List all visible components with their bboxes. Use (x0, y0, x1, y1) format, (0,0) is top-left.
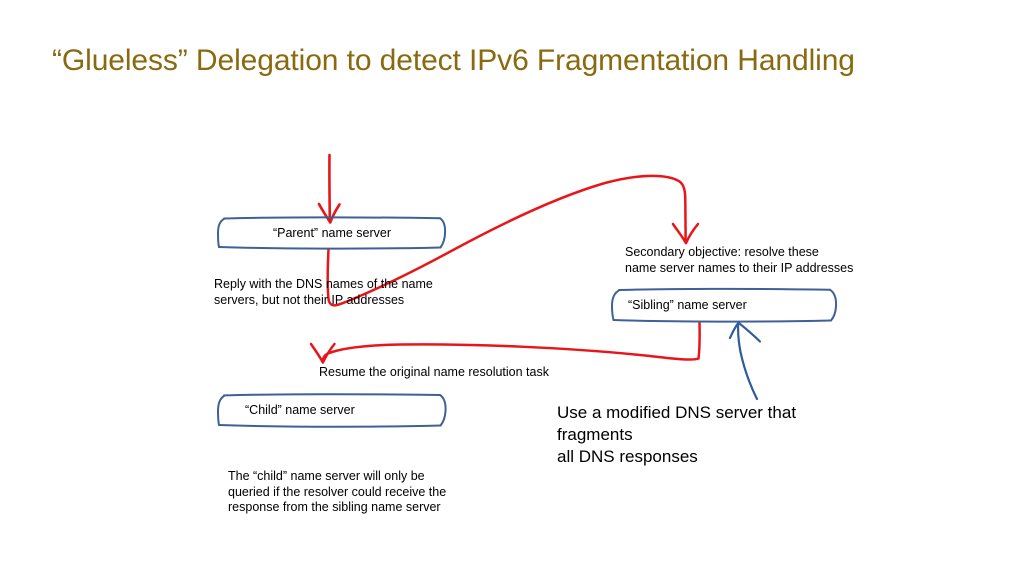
child-name-server-label: “Child” name server (245, 403, 355, 417)
secondary-objective-text: Secondary objective: resolve these name … (625, 245, 854, 275)
sibling-name-server-label: “Sibling” name server (628, 298, 747, 312)
use-modified-dns-server-text: Use a modified DNS server that fragments… (557, 403, 797, 466)
parent-name-server-box[interactable]: “Parent” name server (212, 212, 452, 256)
parent-name-server-label: “Parent” name server (272, 226, 392, 240)
sibling-name-server-box[interactable]: “Sibling” name server (606, 284, 840, 328)
child-queried-note-text: The “child” name server will only be que… (228, 469, 447, 514)
modified-server-arrow (728, 321, 762, 401)
sibling-resume-arrow (309, 320, 701, 364)
resume-original-task-text: Resume the original name resolution task (319, 365, 549, 379)
child-name-server-box[interactable]: “Child” name server (212, 389, 452, 433)
page-title: “Glueless” Delegation to detect IPv6 Fra… (52, 44, 855, 77)
reply-with-dns-names-text: Reply with the DNS names of the name ser… (214, 277, 433, 307)
